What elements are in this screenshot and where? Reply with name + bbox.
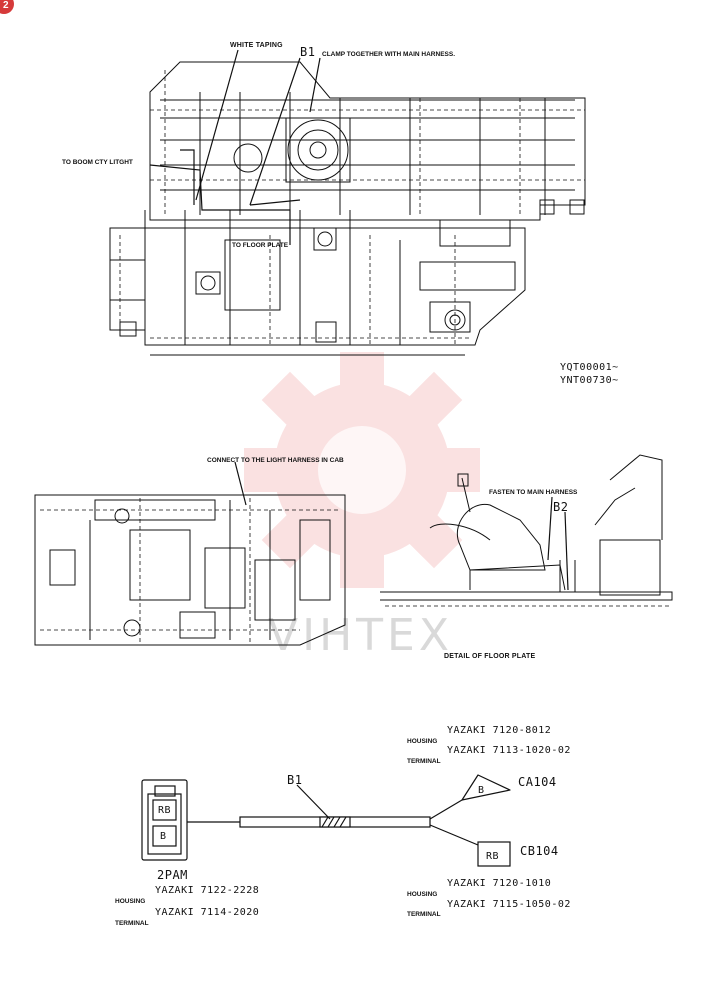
cb104-terminal-part: YAZAKI 7115-1050-02 [447, 899, 571, 910]
to-boom-label: TO BOOM CTY LITGHT [62, 159, 133, 166]
ca104-housing-part: YAZAKI 7120-8012 [447, 725, 552, 736]
2pam-terminal-label: TERMINAL [115, 920, 149, 927]
fasten-note: FASTEN TO MAIN HARNESS [489, 489, 578, 496]
ca104-label: CA104 [518, 775, 557, 789]
2pam-housing-label: HOUSING [115, 898, 146, 905]
clamp-note: CLAMP TOGETHER WITH MAIN HARNESS. [322, 51, 456, 58]
cb104-terminal-label: TERMINAL [407, 911, 441, 918]
detail-caption: DETAIL OF FLOOR PLATE [444, 653, 536, 660]
watermark-text: VIHTEX [268, 610, 453, 661]
cb104-housing-label: HOUSING [407, 891, 438, 898]
b1-top-label: B1 [300, 45, 316, 59]
serial-range-1: YQT00001~ [560, 362, 619, 373]
to-floor-label: TO FLOOR PLATE [232, 242, 289, 249]
2pam-terminal-part: YAZAKI 7114-2020 [155, 907, 260, 918]
2pam-housing-part: YAZAKI 7122-2228 [155, 885, 260, 896]
ca104-pin-label: B [478, 785, 485, 796]
cb104-housing-part: YAZAKI 7120-1010 [447, 878, 552, 889]
pin-rb-label: RB [158, 805, 172, 816]
cb104-label: CB104 [520, 844, 559, 858]
b1-harness-label: B1 [287, 773, 303, 787]
pin-b-label: B [160, 831, 167, 842]
serial-range-2: YNT00730~ [560, 375, 619, 386]
connector-2pam-label: 2PAM [157, 868, 188, 882]
cb104-pin-label: RB [486, 851, 500, 862]
b2-label: B2 [553, 500, 569, 514]
connect-note: CONNECT TO THE LIGHT HARNESS IN CAB [207, 457, 344, 464]
ca104-housing-label: HOUSING [407, 738, 438, 745]
ca104-terminal-label: TERMINAL [407, 758, 441, 765]
ca104-terminal-part: YAZAKI 7113-1020-02 [447, 745, 571, 756]
white-taping-label: WHITE TAPING [230, 42, 283, 49]
page-badge: 2 [0, 0, 14, 14]
